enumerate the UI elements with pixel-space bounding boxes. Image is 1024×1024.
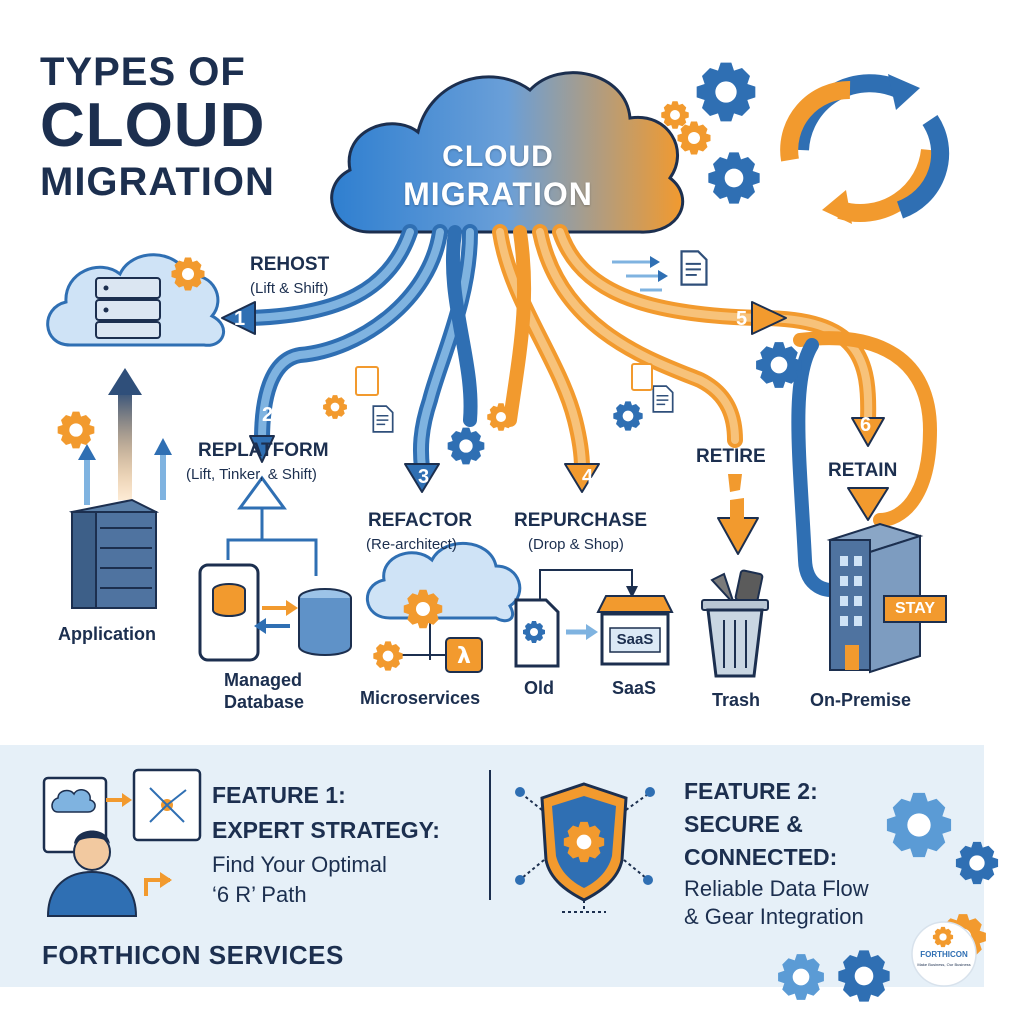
step-number-5: 5 bbox=[736, 308, 748, 330]
feature-2-title-line-2: SECURE & bbox=[684, 811, 803, 837]
arrow-heads bbox=[221, 301, 889, 555]
step-title-repurchase: REPURCHASE bbox=[514, 510, 648, 531]
stay-sign-text: STAY bbox=[894, 600, 935, 617]
feature-2-title-line-1: FEATURE 2: bbox=[684, 778, 818, 804]
label-on-premise: On-Premise bbox=[810, 690, 912, 710]
page-title-line-1: TYPES OF bbox=[40, 50, 246, 94]
step-title-rehost: REHOST bbox=[250, 254, 330, 275]
lambda-icon bbox=[445, 637, 483, 673]
retire-broken-arrow bbox=[728, 474, 744, 520]
repurchase-connector bbox=[539, 569, 633, 600]
feature-2-desc-line-1: Reliable Data Flow bbox=[684, 876, 869, 901]
footer-brand: FORTHICON SERVICES bbox=[42, 940, 344, 970]
step-number-2: 2 bbox=[262, 404, 274, 426]
step-number-3: 3 bbox=[418, 466, 430, 488]
feature-1-title-line-1: FEATURE 1: bbox=[212, 782, 346, 808]
strategy-icon bbox=[42, 768, 202, 917]
page-title-line-3: MIGRATION bbox=[40, 160, 275, 204]
step-title-refactor: REFACTOR bbox=[368, 510, 473, 531]
step-subtitle-refactor: (Re-architect) bbox=[366, 536, 457, 553]
label-managed-database-2: Database bbox=[224, 692, 305, 712]
forthicon-logo-text: FORTHICON bbox=[920, 950, 968, 959]
step-number-1: 1 bbox=[234, 308, 246, 330]
forthicon-logo-badge bbox=[911, 921, 977, 987]
rotating-gears-icon bbox=[780, 74, 950, 223]
microservices-cloud-icon bbox=[366, 541, 522, 623]
managed-database-icon bbox=[298, 588, 352, 656]
migrate-arrow bbox=[566, 624, 598, 640]
feature-1-desc-line-2: ‘6 R’ Path bbox=[212, 882, 307, 907]
feature-2-title-line-3: CONNECTED: bbox=[684, 844, 838, 870]
page-title-line-2: CLOUD bbox=[40, 91, 266, 160]
step-subtitle-replatform: (Lift, Tinker, & Shift) bbox=[186, 466, 317, 483]
label-saas: SaaS bbox=[612, 678, 657, 698]
feature-1-desc-line-1: Find Your Optimal bbox=[212, 852, 387, 877]
step-number-4: 4 bbox=[582, 466, 594, 488]
step-title-retire: RETIRE bbox=[696, 446, 766, 467]
data-transfer-icon bbox=[612, 250, 708, 292]
document-icon bbox=[652, 385, 674, 413]
lambda-glyph: λ bbox=[457, 644, 471, 669]
step-subtitle-repurchase: (Drop & Shop) bbox=[528, 536, 624, 553]
rotating-gears-arrowheads bbox=[822, 74, 920, 224]
label-managed-database-1: Managed bbox=[224, 670, 303, 690]
replatform-up-arrow bbox=[237, 475, 287, 510]
repurchase-arrow-head bbox=[626, 586, 638, 598]
saas-sign-box bbox=[609, 627, 661, 653]
feature-2-desc-line-2: & Gear Integration bbox=[684, 904, 864, 929]
shield-icon bbox=[515, 782, 655, 913]
saas-sign-text: SaaS bbox=[616, 631, 654, 648]
label-old: Old bbox=[524, 678, 554, 698]
step-number-6: 6 bbox=[860, 414, 872, 436]
document-icon bbox=[372, 405, 394, 433]
central-cloud-icon bbox=[330, 71, 685, 234]
trash-icon bbox=[701, 569, 769, 678]
phone-database-icon bbox=[198, 563, 260, 662]
application-server-icon bbox=[68, 498, 160, 609]
sync-arrows bbox=[254, 600, 298, 634]
cloud-label-line-2: MIGRATION bbox=[403, 176, 593, 212]
label-microservices: Microservices bbox=[360, 688, 481, 708]
step-title-replatform: REPLATFORM bbox=[198, 440, 329, 461]
migration-flow-pipes bbox=[242, 224, 938, 597]
label-trash: Trash bbox=[712, 690, 761, 710]
document-icon bbox=[631, 363, 653, 391]
feature-1-title-line-2: EXPERT STRATEGY: bbox=[212, 817, 440, 843]
stay-sign-box bbox=[883, 595, 947, 623]
step-subtitle-rehost: (Lift & Shift) bbox=[250, 280, 329, 297]
document-icon bbox=[355, 366, 379, 396]
upload-arrows bbox=[78, 368, 172, 505]
cloud-label-line-1: CLOUD bbox=[442, 140, 554, 173]
step-title-retain: RETAIN bbox=[828, 460, 898, 481]
forthicon-logo-tagline: Make Business, Our Business bbox=[917, 962, 971, 967]
label-application: Application bbox=[58, 624, 156, 644]
